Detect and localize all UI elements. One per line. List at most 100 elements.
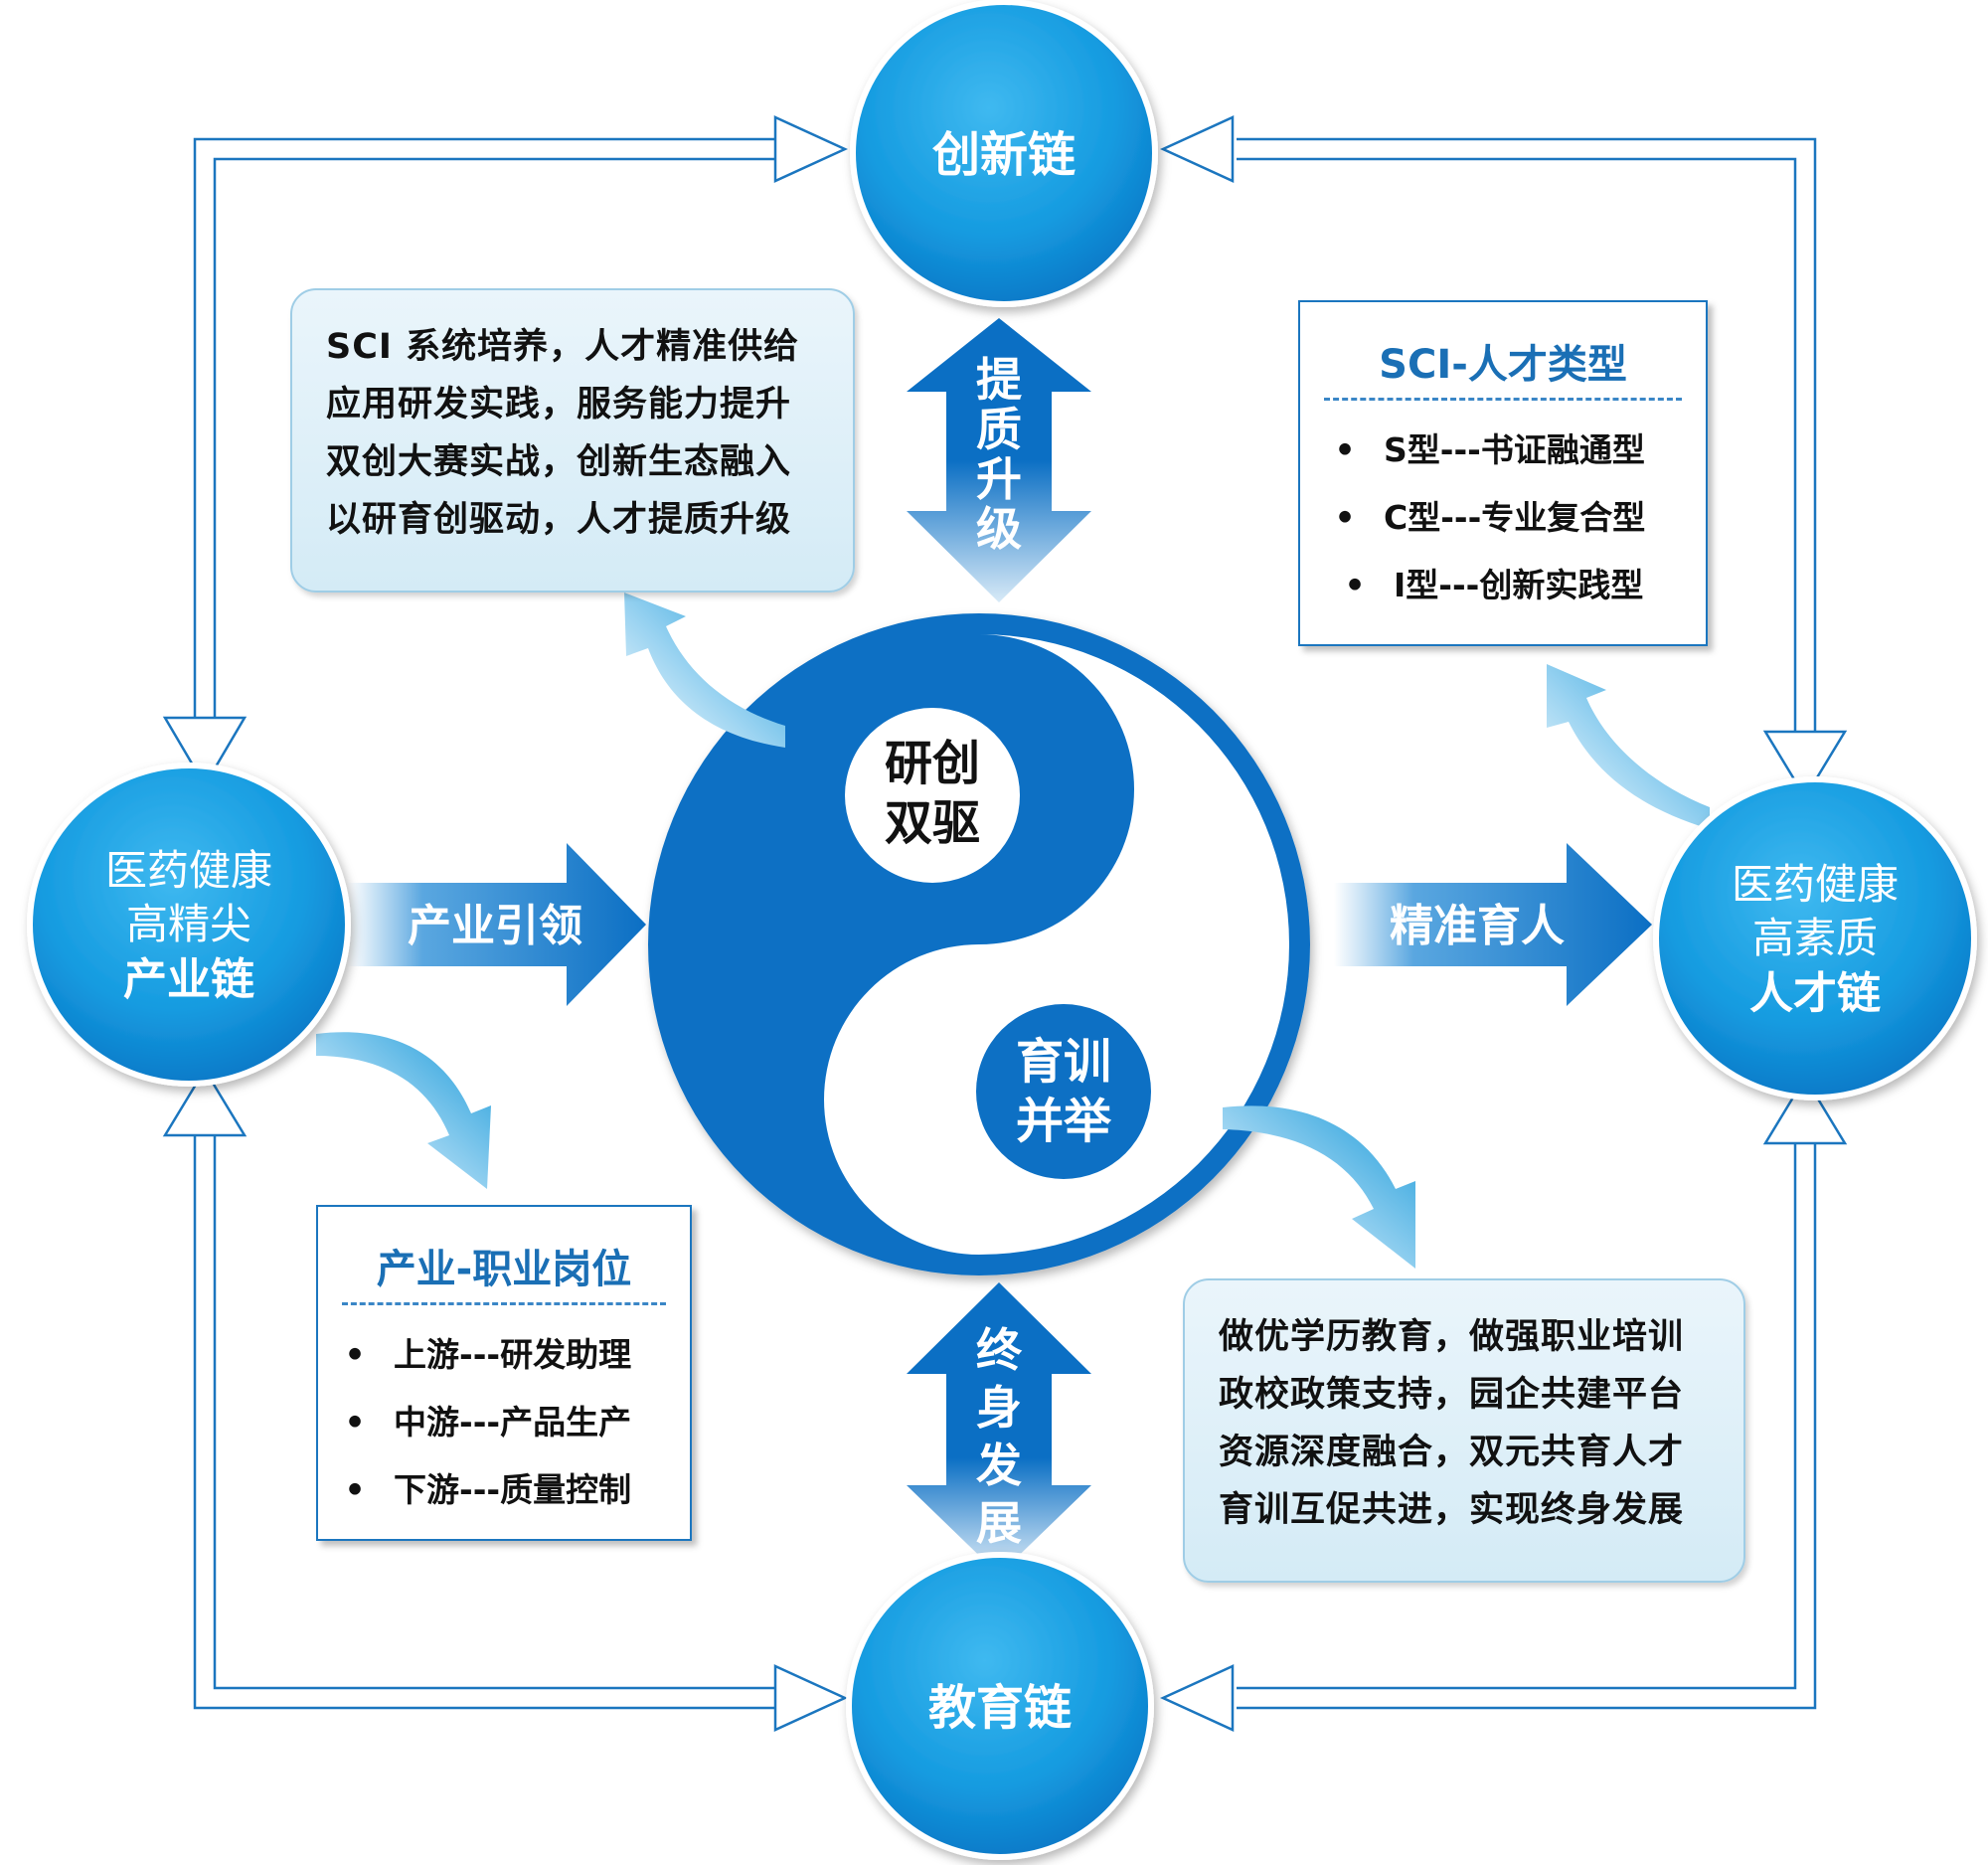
list-item: • S型---书证融通型 [1300, 417, 1706, 484]
arrow-quality-upgrade-shape [907, 318, 1091, 602]
position-downstream: 下游---质量控制 [394, 1470, 632, 1509]
box-industry-positions-divider [342, 1302, 666, 1305]
connector-left-top-outer [193, 137, 781, 738]
arrow-lifelong-char-4: 展 [976, 1496, 1022, 1550]
connector-left-top-inner [213, 157, 781, 738]
node-industry-circle [27, 763, 351, 1087]
center-upper-line2: 双驱 [885, 795, 980, 851]
box-research-line-1: SCI 系统培养，人才精准供给 [326, 327, 800, 367]
bullet-icon: • [344, 1335, 366, 1374]
list-item: • 上游---研发助理 [318, 1321, 690, 1389]
arrow-quality-upgrade: 提 质 升 级 [907, 318, 1091, 602]
bullet-icon: • [344, 1403, 366, 1441]
talent-type-c: C型---专业复合型 [1384, 498, 1646, 537]
node-industry-chain[interactable] [27, 763, 351, 1087]
node-industry-line1: 医药健康 [105, 846, 272, 895]
node-education-label: 教育链 [928, 1680, 1072, 1736]
connector-left-bottom-inner [213, 1133, 781, 1690]
outer-connectors [193, 137, 1817, 1710]
arrowhead-down-left [162, 716, 248, 788]
arrow-lifelong-shape [907, 1282, 1091, 1575]
connector-top-right-inner [1237, 157, 1797, 738]
arrowhead-up-right [1762, 1075, 1848, 1145]
box-research-line-3: 双创大赛实战，创新生态融入 [326, 442, 792, 482]
box-talent-types: SCI-人才类型 • S型---书证融通型 • C型---专业复合型 • I型---创… [1298, 300, 1708, 646]
bullet-icon: • [1334, 430, 1356, 469]
box-industry-positions: 产业-职业岗位 • 上游---研发助理 • 中游---产品生产 • 下游---质量控制 [316, 1205, 692, 1541]
list-item: • C型---专业复合型 [1300, 484, 1706, 552]
outer-arrowheads [162, 115, 1848, 1732]
arrow-lifelong-char-1: 终 [976, 1323, 1023, 1377]
curved-arrow-to-bottom-left-box [316, 1032, 491, 1189]
box-talent-types-title: SCI-人才类型 [1379, 342, 1627, 388]
yin-yang-white-half [824, 634, 1289, 1255]
arrow-industry-lead: 产业引领 [348, 843, 646, 1006]
arrow-precise-education: 精准育人 [1334, 843, 1652, 1006]
node-talent-line3: 人才链 [1749, 968, 1881, 1019]
box-education-training: 做优学历教育，做强职业培训 政校政策支持，园企共建平台 资源深度融合，双元共育人… [1183, 1278, 1745, 1583]
connector-bottom-right-inner [1237, 1133, 1797, 1690]
box-research-line-2: 应用研发实践，服务能力提升 [326, 385, 792, 424]
position-midstream: 中游---产品生产 [394, 1403, 632, 1441]
box-research-line-4: 以研育创驱动，人才提质升级 [326, 500, 792, 540]
list-item: • I型---创新实践型 [1300, 552, 1706, 619]
bullet-icon: • [344, 1470, 366, 1509]
arrow-precise-education-shape [1334, 843, 1652, 1006]
bullet-icon: • [1334, 498, 1356, 537]
arrowhead-up-left [162, 1067, 248, 1137]
arrow-industry-lead-label: 产业引领 [408, 901, 582, 951]
connector-left-bottom-outer [193, 1133, 781, 1710]
arrow-lifelong-char-3: 发 [976, 1439, 1022, 1492]
arrow-lifelong-development: 终 身 发 展 [907, 1282, 1091, 1575]
curved-arrow-to-top-left-box [624, 593, 785, 748]
arrowhead-to-top-right [1159, 115, 1235, 183]
arrow-quality-char-3: 升 [976, 452, 1022, 506]
yin-yang-lower-dot [976, 1004, 1151, 1179]
yin-yang [648, 613, 1310, 1275]
arrowhead-to-bottom-left [773, 1664, 849, 1732]
talent-type-list: • S型---书证融通型 • C型---专业复合型 • I型---创新实践型 [1300, 401, 1706, 619]
curved-arrow-to-bottom-right-box [1223, 1105, 1415, 1269]
node-education-circle [846, 1552, 1154, 1860]
box-education-line-1: 做优学历教育，做强职业培训 [1219, 1317, 1685, 1357]
arrowhead-to-top-left [773, 115, 849, 183]
talent-type-i: I型---创新实践型 [1394, 566, 1644, 604]
node-innovation-chain[interactable] [850, 0, 1158, 307]
box-education-line-3: 资源深度融合，双元共育人才 [1219, 1433, 1685, 1472]
arrow-precise-education-label: 精准育人 [1390, 901, 1565, 951]
talent-type-s: S型---书证融通型 [1384, 430, 1645, 469]
node-talent-chain[interactable] [1653, 776, 1977, 1101]
box-industry-positions-title: 产业-职业岗位 [376, 1247, 632, 1292]
node-education-chain[interactable] [846, 1552, 1154, 1860]
box-education-line-4: 育训互促共进，实现终身发展 [1219, 1490, 1685, 1530]
arrowhead-to-bottom-right [1159, 1664, 1235, 1732]
industry-position-list: • 上游---研发助理 • 中游---产品生产 • 下游---质量控制 [318, 1305, 690, 1524]
node-talent-line1: 医药健康 [1732, 860, 1899, 909]
bullet-icon: • [1344, 566, 1366, 604]
node-talent-circle [1653, 776, 1977, 1101]
position-upstream: 上游---研发助理 [394, 1335, 632, 1374]
arrow-quality-char-4: 级 [976, 502, 1022, 556]
box-education-line-2: 政校政策支持，园企共建平台 [1219, 1375, 1685, 1415]
arrowhead-down-right [1762, 730, 1848, 800]
box-research-innovation: SCI 系统培养，人才精准供给 应用研发实践，服务能力提升 双创大赛实战，创新生… [290, 288, 855, 593]
center-upper-line1: 研创 [885, 736, 980, 791]
connector-top-right-outer [1237, 137, 1817, 738]
yin-yang-upper-dot [845, 708, 1020, 883]
center-lower-line1: 育训 [1016, 1034, 1111, 1090]
curved-arrows [316, 593, 1710, 1269]
arrow-quality-char-1: 提 [976, 353, 1022, 407]
connector-bottom-right-outer [1237, 1133, 1817, 1710]
curved-arrow-to-top-right-box [1547, 664, 1710, 829]
node-industry-line2: 高精尖 [126, 900, 251, 948]
arrow-quality-char-2: 质 [976, 403, 1022, 456]
node-innovation-circle [850, 0, 1158, 307]
box-talent-types-divider [1324, 398, 1682, 401]
node-talent-line2: 高素质 [1752, 914, 1878, 962]
node-innovation-label: 创新链 [932, 127, 1076, 183]
list-item: • 中游---产品生产 [318, 1389, 690, 1456]
center-lower-line2: 并举 [1016, 1094, 1112, 1149]
list-item: • 下游---质量控制 [318, 1456, 690, 1524]
arrow-industry-lead-shape [348, 843, 646, 1006]
